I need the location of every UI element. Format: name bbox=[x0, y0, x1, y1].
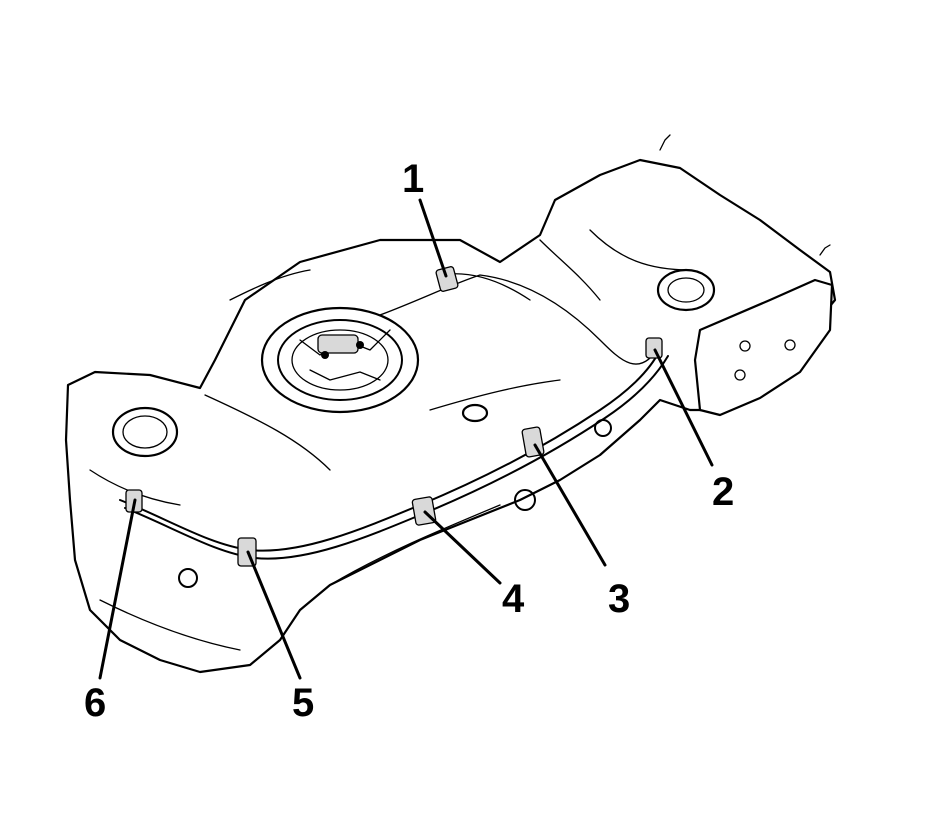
tank-contour bbox=[229, 269, 311, 301]
strap-bolt bbox=[594, 419, 612, 437]
fuel-tank bbox=[64, 158, 837, 674]
mount-bolt bbox=[734, 369, 746, 381]
mount-bolt bbox=[739, 340, 751, 352]
callout-4: 4 bbox=[502, 577, 525, 621]
clip-2 bbox=[645, 337, 663, 359]
tank-contour bbox=[589, 229, 691, 271]
fuel-sender-left bbox=[111, 406, 179, 458]
fuel-sender-right bbox=[656, 268, 716, 312]
callout-5: 5 bbox=[292, 681, 314, 725]
leader-3 bbox=[533, 443, 607, 567]
callout-1: 1 bbox=[402, 157, 424, 201]
callout-6: 6 bbox=[84, 681, 106, 725]
tank-plug bbox=[461, 403, 489, 423]
leader-5 bbox=[246, 550, 302, 680]
leader-1 bbox=[418, 198, 448, 278]
callout-3: 3 bbox=[608, 577, 630, 621]
fuel-sender-right-inner bbox=[667, 277, 705, 303]
callout-labels: 1 2 3 4 5 6 bbox=[84, 157, 734, 725]
leader-4 bbox=[423, 510, 502, 585]
strap-bolt bbox=[514, 489, 536, 511]
callout-2: 2 bbox=[712, 470, 734, 514]
leader-2 bbox=[653, 348, 714, 467]
mount-bolt bbox=[784, 339, 796, 351]
tank-contour bbox=[539, 239, 601, 301]
filler-fitting bbox=[178, 568, 198, 588]
fuel-pump-module bbox=[260, 306, 420, 414]
fuel-sender-left-inner bbox=[122, 415, 168, 449]
callout-leaders bbox=[98, 198, 714, 680]
tank-contour bbox=[204, 394, 331, 471]
tank-contour bbox=[429, 379, 561, 411]
tank-contour bbox=[329, 504, 501, 586]
rear-mount-plate bbox=[693, 278, 834, 417]
leader-6 bbox=[98, 498, 137, 680]
